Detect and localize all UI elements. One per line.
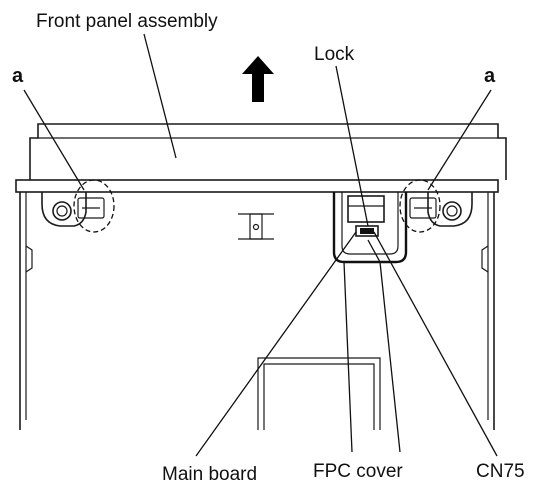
label-cn75: CN75 (476, 461, 525, 482)
leader-lines (23, 33, 498, 457)
front-panel-assembly (29, 123, 507, 180)
right-screw-tab (409, 192, 473, 227)
label-a-left: a (12, 65, 24, 87)
up-arrow-icon (242, 56, 274, 102)
lower-recess (257, 357, 381, 430)
label-a-right: a (484, 65, 496, 87)
label-fpc-cover: FPC cover (313, 461, 403, 482)
label-front-panel-assembly: Front panel assembly (36, 11, 218, 32)
label-main-board: Main board (162, 464, 257, 485)
center-bracket (238, 213, 274, 240)
callout-circle-a-left (73, 179, 115, 233)
left-screw-tab (41, 192, 105, 227)
label-lock: Lock (314, 44, 355, 65)
front-rail (15, 179, 499, 193)
callout-circle-a-right (399, 179, 441, 233)
main-chassis (19, 192, 495, 430)
fpc-cover-area (332, 192, 408, 264)
